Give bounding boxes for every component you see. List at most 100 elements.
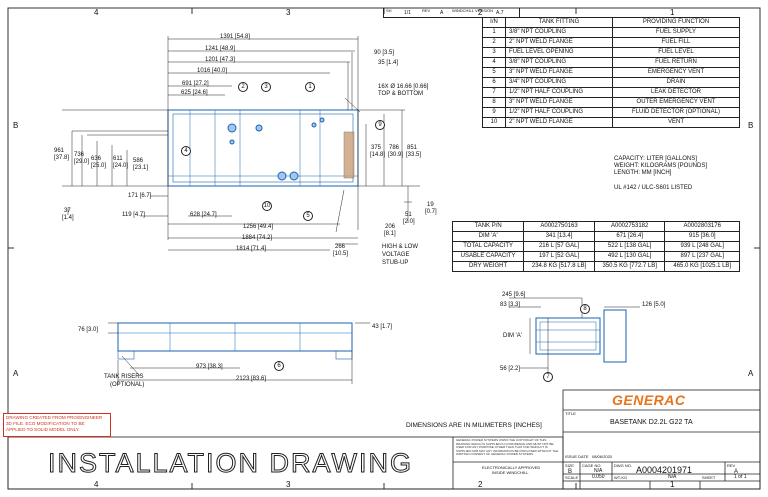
dim-636-in: [25.0] — [91, 163, 107, 169]
issue-date: 08/06/2020 — [592, 454, 613, 459]
fitting-name: 2" NPT WELD FLANGE — [505, 117, 613, 128]
issue-date-label: ISSUE DATE — [565, 454, 589, 459]
dimensions-note: DIMENSIONS ARE IN MILIMETERS [INCHES] — [406, 422, 542, 429]
dim-266-in: [10.5] — [333, 251, 349, 257]
fitting-function: VENT — [612, 117, 740, 128]
fitting-name: 3" NPT WELD FLANGE — [505, 67, 613, 78]
note-weight: WEIGHT: KILOGRAMS [POUNDS] — [614, 163, 708, 169]
stub-up-note-2: VOLTAGE — [382, 252, 410, 258]
fitting-name: 3/8" NPT COUPLING — [505, 27, 613, 38]
fitting-id: 4 — [482, 57, 506, 68]
col-fitting: TANK FITTING — [505, 17, 613, 28]
part-row-label: USABLE CAPACITY — [451, 251, 525, 262]
title-label: TITLE — [565, 411, 576, 416]
dim-76: 76 [3.0] — [78, 327, 99, 333]
fitting-function: FLUID DETECTOR (OPTIONAL) — [612, 107, 740, 118]
zone-left-b: B — [13, 121, 19, 130]
dwg-number: A0004201971 — [636, 465, 693, 475]
sheet-value: 1 of 1 — [734, 474, 747, 480]
part-cell: 234.8 KG [517.8 LB] — [523, 261, 595, 272]
dim-586-in: [23.1] — [133, 165, 149, 171]
tank-front-view — [117, 322, 353, 360]
dim-171: 171 [6.7] — [128, 193, 152, 199]
fitting-name: 2" NPT WELD FLANGE — [505, 37, 613, 48]
balloon-1: 1 — [305, 82, 315, 92]
scale-value: 0.050 — [592, 474, 605, 480]
dim-37-in: [1.4] — [62, 215, 74, 221]
zone-top-3: 3 — [286, 8, 291, 17]
dim-56: 56 [2.2] — [500, 366, 521, 372]
fitting-name: 1/2" NPT HALF COUPLING — [505, 87, 613, 98]
fitting-name: 1/2" NPT HALF COUPLING — [505, 107, 613, 118]
fitting-function: OUTER EMERGENCY VENT — [612, 97, 740, 108]
sh-value: 1/1 — [404, 10, 411, 16]
dim-636: 636 — [91, 156, 102, 162]
part-cell: A0002750163 — [523, 221, 595, 232]
fitting-id: 9 — [482, 107, 506, 118]
fitting-id: 3 — [482, 47, 506, 58]
dim-126: 126 [5.0] — [642, 302, 666, 308]
dim-375: 375 — [371, 145, 382, 151]
dim-786-in: [30.9] — [388, 152, 404, 158]
approved-line-2: INSIDE WINDCHILL — [492, 470, 529, 475]
drawing-title: BASETANK D2.2L G22 TA — [610, 419, 693, 426]
part-cell: A0002753182 — [593, 221, 666, 232]
weight-value: N/A — [668, 474, 677, 480]
dim-736: 736 — [74, 152, 85, 158]
zone-bottom-3: 3 — [286, 480, 291, 489]
fitting-id: 2 — [482, 37, 506, 48]
col-in: I/N — [482, 17, 506, 28]
note-length: LENGTH: MM [INCH] — [614, 170, 672, 176]
dim-851: 851 — [407, 145, 418, 151]
dim-611: 611 — [113, 156, 123, 162]
dim-1884: 1884 [74.2] — [242, 235, 273, 241]
dim-973: 973 [38.3] — [196, 364, 223, 370]
balloon-10: 10 — [262, 201, 272, 211]
dim-2123: 2123 [83.6] — [236, 376, 267, 382]
fitting-function: FUEL SUPPLY — [612, 27, 740, 38]
zone-left-a: A — [13, 369, 19, 378]
dim-83: 83 [3.3] — [500, 302, 521, 308]
dim-691: 691 [27.2] — [182, 81, 209, 87]
dim-43: 43 [1.7] — [372, 324, 393, 330]
part-cell: 939 L [248 GAL] — [664, 241, 740, 252]
col-function: PROVIDING FUNCTION — [612, 17, 740, 28]
installation-drawing-banner: INSTALLATION DRAWING — [47, 447, 414, 478]
fitting-function: DRAIN — [612, 77, 740, 88]
dim-628: 628 [24.7] — [190, 212, 217, 218]
note-ul: UL #142 / ULC-S601 LISTED — [614, 185, 693, 191]
sheet-label: SHEET — [702, 475, 716, 480]
dim-51-in: [2.0] — [403, 219, 415, 225]
dim-961: 961 — [54, 148, 65, 154]
dim-1391: 1391 [54.8] — [220, 34, 251, 40]
dim-206: 206 — [385, 224, 396, 230]
size-label: SIZE — [565, 463, 574, 468]
zone-bottom-1: 1 — [670, 480, 675, 489]
tank-risers-1: TANK RISERS — [104, 374, 144, 380]
dim-611-in: [24.0] — [113, 163, 129, 169]
zone-top-2: 2 — [478, 8, 483, 17]
fitting-function: EMERGENCY VENT — [612, 67, 740, 78]
part-cell: 197 L [52 GAL] — [523, 251, 595, 262]
note-capacity: CAPACITY: LITER [GALLONS] — [614, 156, 697, 162]
dim-37: 37 — [64, 208, 71, 214]
part-cell: 671 [26.4] — [593, 231, 666, 242]
dim-51: 51 — [405, 212, 412, 218]
part-cell: 897 L [237 GAL] — [664, 251, 740, 262]
tank-plan-view — [167, 109, 359, 187]
rev-value: A — [440, 10, 444, 16]
warning-line-2: 3D FILE. ECO MODIFICATION TO BE — [6, 421, 85, 426]
balloon-4: 4 — [181, 146, 191, 156]
warning-line-3: APPLIED TO SOLID MODEL ONLY. — [6, 427, 80, 432]
dim-375-in: [14.8] — [370, 152, 386, 158]
fitting-id: 6 — [482, 77, 506, 88]
part-row-label: DIM 'A' — [451, 231, 525, 242]
part-cell: 341 [13.4] — [523, 231, 595, 242]
